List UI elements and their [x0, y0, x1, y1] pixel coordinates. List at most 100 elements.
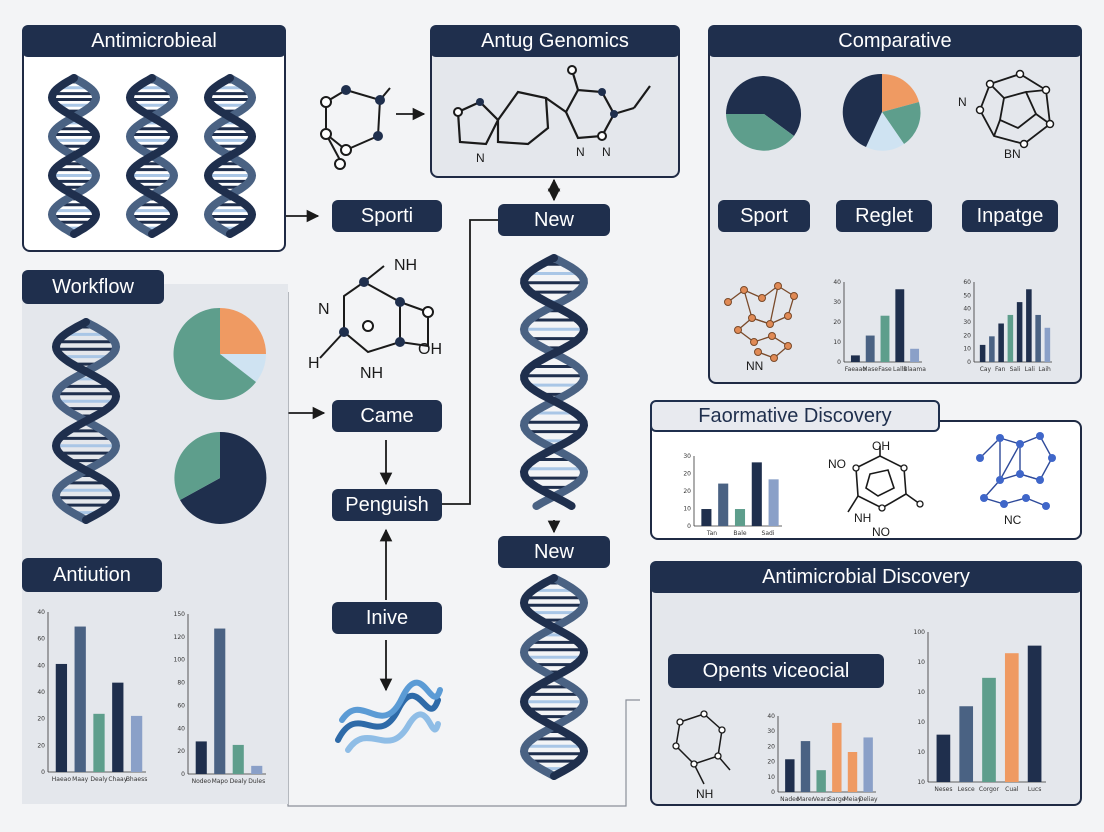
x-tick-label: Fan — [995, 366, 1006, 373]
bar — [718, 483, 729, 526]
dna-helix-center-lower — [519, 574, 589, 780]
bar — [847, 752, 858, 792]
molecule-genomics: N N N — [453, 65, 651, 165]
y-tick-label: 20 — [177, 748, 185, 755]
comparative-network: NN — [724, 282, 798, 373]
y-tick-label: 40 — [37, 662, 45, 669]
y-tick-label: 20 — [683, 488, 691, 495]
pill-reglet[interactable]: Reglet — [836, 200, 932, 232]
pill-new-mid[interactable]: New — [498, 536, 610, 568]
y-tick-label: 150 — [174, 611, 186, 618]
y-tick-label: 10 — [917, 749, 925, 756]
faor-nh-label: NH — [854, 511, 871, 525]
comparative-molecule: N BN — [958, 69, 1055, 161]
y-tick-label: 30 — [767, 728, 775, 735]
y-tick-label: 10 — [917, 689, 925, 696]
pie-chart-workflow-1 — [173, 307, 266, 400]
x-tick-label: Maay — [72, 776, 89, 783]
pill-inpatge[interactable]: Inpatge — [962, 200, 1058, 232]
y-tick-label: 0 — [967, 359, 971, 366]
x-tick-label: Sali — [1010, 366, 1021, 373]
dna-strand — [519, 574, 589, 780]
x-tick-label: Dules — [248, 778, 265, 785]
y-tick-label: 10 — [917, 659, 925, 666]
y-tick-label: 100 — [914, 629, 926, 636]
faor-no-label: NO — [828, 457, 846, 471]
dna-helix-center — [519, 254, 589, 510]
bar — [880, 315, 890, 362]
pill-sporti[interactable]: Sporti — [332, 200, 442, 232]
bar — [959, 706, 974, 782]
bar — [982, 677, 996, 782]
center-oh-label: OH — [418, 341, 442, 358]
x-tick-label: Corgor — [979, 786, 1000, 793]
dna-strand — [51, 318, 121, 524]
x-tick-label: Neses — [934, 786, 952, 793]
x-tick-label: Sarge — [828, 796, 846, 803]
y-tick-label: 0 — [837, 359, 841, 366]
dna-strand — [203, 74, 257, 238]
y-tick-label: 0 — [181, 771, 185, 778]
x-tick-label: Tan — [706, 530, 717, 537]
pill-opents[interactable]: Opents viceocial — [668, 654, 884, 688]
faor-nc-label: NC — [1004, 513, 1022, 527]
x-tick-label: Nadeo — [780, 796, 800, 803]
bar — [979, 344, 986, 362]
genomics-label-n3: N — [602, 145, 611, 159]
bar — [251, 765, 263, 774]
bar — [74, 626, 86, 772]
bar — [850, 355, 860, 362]
y-tick-label: 100 — [174, 657, 186, 664]
y-tick-label: 0 — [41, 769, 45, 776]
pill-sport[interactable]: Sport — [718, 200, 810, 232]
x-tick-label: Sadi — [762, 530, 775, 537]
bar — [785, 759, 795, 792]
line-penguish-new — [426, 219, 498, 505]
y-tick-label: 10 — [917, 719, 925, 726]
bar — [863, 737, 873, 792]
bar — [1004, 653, 1019, 782]
y-tick-label: 40 — [37, 609, 45, 616]
x-tick-label: Fase — [878, 366, 892, 373]
x-tick-label: Faeaao — [845, 366, 867, 373]
bar — [112, 682, 124, 772]
pill-came[interactable]: Came — [332, 400, 442, 432]
dna-strand — [125, 74, 179, 238]
comp-bn-label: BN — [1004, 147, 1021, 161]
faormative-network: NC — [976, 432, 1056, 527]
x-tick-label: Dealy — [90, 776, 108, 783]
molecule-center: NH N H NH OH — [308, 257, 442, 382]
genomics-label-n1: N — [476, 151, 485, 165]
pie-chart-workflow-2 — [174, 431, 267, 524]
bar — [989, 336, 995, 362]
pill-new-top[interactable]: New — [498, 204, 610, 236]
y-tick-label: 60 — [37, 636, 45, 643]
y-tick-label: 30 — [833, 299, 841, 306]
dna-strand — [519, 254, 589, 510]
pill-penguish[interactable]: Penguish — [332, 489, 442, 521]
x-tick-label: Bale — [733, 530, 746, 537]
bar — [130, 715, 143, 772]
y-tick-label: 30 — [963, 319, 971, 326]
faormative-molecule: OH NO NH NO — [828, 439, 924, 539]
bar — [895, 289, 905, 362]
x-tick-label: Vears — [813, 796, 830, 803]
y-tick-label: 40 — [833, 279, 841, 286]
y-tick-label: 20 — [37, 742, 45, 749]
bar — [816, 770, 826, 792]
pie-chart-comp-2 — [842, 73, 921, 151]
x-tick-label: Lalls — [893, 366, 906, 373]
header-faormative: Faormative Discovery — [650, 400, 940, 432]
bar — [751, 462, 762, 526]
bar — [214, 628, 226, 774]
pie-chart-comp-1 — [726, 76, 802, 151]
y-tick-label: 40 — [963, 306, 971, 313]
faor-no2-label: NO — [872, 525, 890, 539]
pill-inive[interactable]: Inive — [332, 602, 442, 634]
x-tick-label: Chaay — [108, 776, 127, 783]
bar — [832, 722, 842, 792]
bar — [93, 713, 105, 772]
